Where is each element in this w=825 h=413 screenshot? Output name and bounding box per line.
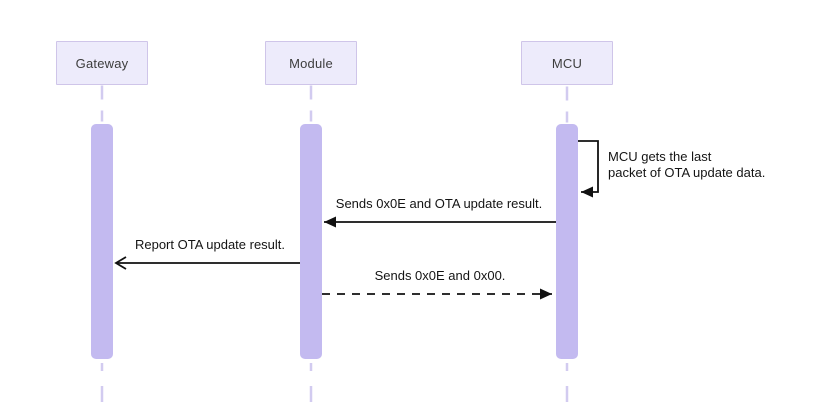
message-label-report: Report OTA update result.: [134, 237, 286, 252]
actor-box-mcu: MCU: [521, 41, 613, 85]
actor-box-module: Module: [265, 41, 357, 85]
actor-label-module: Module: [289, 55, 333, 71]
self-message-arrow-mcu: [578, 140, 599, 198]
message-label-ota-result: Sends 0x0E and OTA update result.: [335, 196, 543, 211]
message-label-ack: Sends 0x0E and 0x00.: [374, 268, 506, 283]
activation-bar-mcu: [556, 124, 578, 359]
activation-bar-gateway: [91, 124, 113, 359]
activation-bar-module: [300, 124, 322, 359]
actor-label-mcu: MCU: [551, 55, 583, 71]
self-message-label: MCU gets the last packet of OTA update d…: [608, 149, 766, 180]
actor-label-gateway: Gateway: [75, 55, 129, 71]
actor-box-gateway: Gateway: [56, 41, 148, 85]
